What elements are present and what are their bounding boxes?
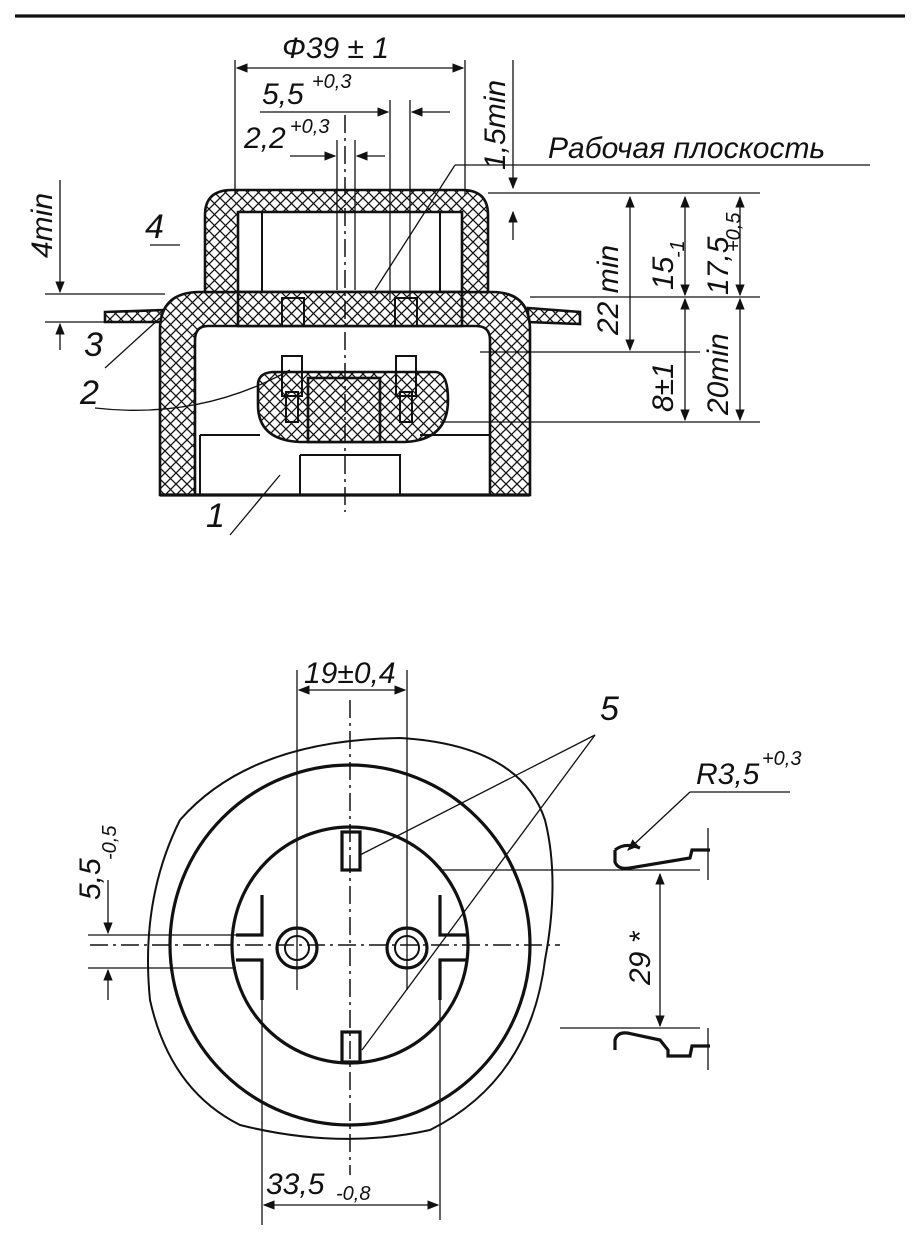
outer-contour bbox=[147, 736, 554, 1140]
dim-radius-leader bbox=[627, 791, 691, 851]
key-right bbox=[438, 895, 466, 1000]
cap-floor bbox=[236, 290, 464, 328]
dim-radius: R3,5 bbox=[696, 758, 760, 791]
key-bottom bbox=[340, 1030, 362, 1064]
contact-socket-right bbox=[399, 391, 413, 423]
section-view: Ф39 ± 1 5,5 +0,3 2,2 +0,3 1,5min Рабочая… bbox=[26, 32, 870, 536]
dim-spacing: 19±0,4 bbox=[304, 657, 396, 690]
plan-view: 19±0,4 5 5,5 -0,5 33,5 -0,8 R3,5 +0,3 29… bbox=[74, 657, 801, 1225]
dim-gap: 5,5 bbox=[74, 858, 107, 900]
dim-15-tol: -1 bbox=[667, 240, 689, 258]
cap-slot-right bbox=[439, 211, 463, 293]
dim-radius-tol: +0,3 bbox=[762, 748, 801, 770]
part-label-3: 3 bbox=[84, 326, 103, 364]
working-plane-label: Рабочая плоскость bbox=[548, 132, 825, 165]
top-cap bbox=[203, 188, 490, 294]
dim-15: 15 bbox=[647, 256, 680, 290]
dim-pin-width-tol: +0,3 bbox=[290, 116, 329, 138]
key-left bbox=[236, 895, 264, 1000]
dim-slot-width: 5,5 bbox=[262, 78, 304, 111]
part-label-2: 2 bbox=[79, 374, 99, 412]
dim-22: 22 min bbox=[592, 245, 625, 336]
dim-diameter: Ф39 ± 1 bbox=[282, 32, 389, 65]
leader-5a bbox=[359, 734, 596, 856]
leader-2 bbox=[94, 369, 291, 411]
leader-1 bbox=[229, 474, 281, 536]
flange-right bbox=[526, 306, 582, 326]
dim-33-5-tol: -0,8 bbox=[336, 1183, 370, 1205]
flange-left bbox=[103, 308, 167, 324]
dim-17-5: 17,5 bbox=[702, 236, 735, 295]
dim-20: 20min bbox=[702, 333, 735, 416]
cap-slot-left bbox=[237, 211, 263, 293]
contact-pin-left bbox=[281, 355, 303, 397]
dim-rim: 1,5min bbox=[479, 80, 512, 170]
dim-8: 8±1 bbox=[647, 362, 680, 412]
inner-body-lines bbox=[199, 434, 490, 495]
pin-channel-left bbox=[281, 297, 305, 327]
key-top bbox=[340, 830, 362, 872]
center-insert bbox=[306, 376, 382, 444]
dim-33-5: 33,5 bbox=[266, 1168, 325, 1201]
dim-29: 29 * bbox=[624, 930, 657, 986]
dim-pin-width: 2,2 bbox=[243, 122, 286, 155]
dim-17-5-tol: +0,5 bbox=[723, 212, 745, 252]
pin-channel-right bbox=[394, 297, 418, 327]
part-label-5: 5 bbox=[600, 690, 619, 728]
dim-slot-width-tol: +0,3 bbox=[312, 71, 351, 93]
contact-pin-right bbox=[395, 355, 417, 397]
clip-bottom bbox=[613, 1031, 710, 1058]
part-label-4: 4 bbox=[145, 208, 164, 246]
dim-gap-tol: -0,5 bbox=[99, 825, 121, 860]
working-plane-leader bbox=[374, 164, 456, 291]
dim-4: 4min bbox=[26, 193, 59, 258]
part-label-1: 1 bbox=[206, 497, 225, 535]
leader-3 bbox=[104, 317, 161, 369]
contact-socket-left bbox=[285, 391, 299, 423]
leader-5b bbox=[361, 734, 596, 1051]
